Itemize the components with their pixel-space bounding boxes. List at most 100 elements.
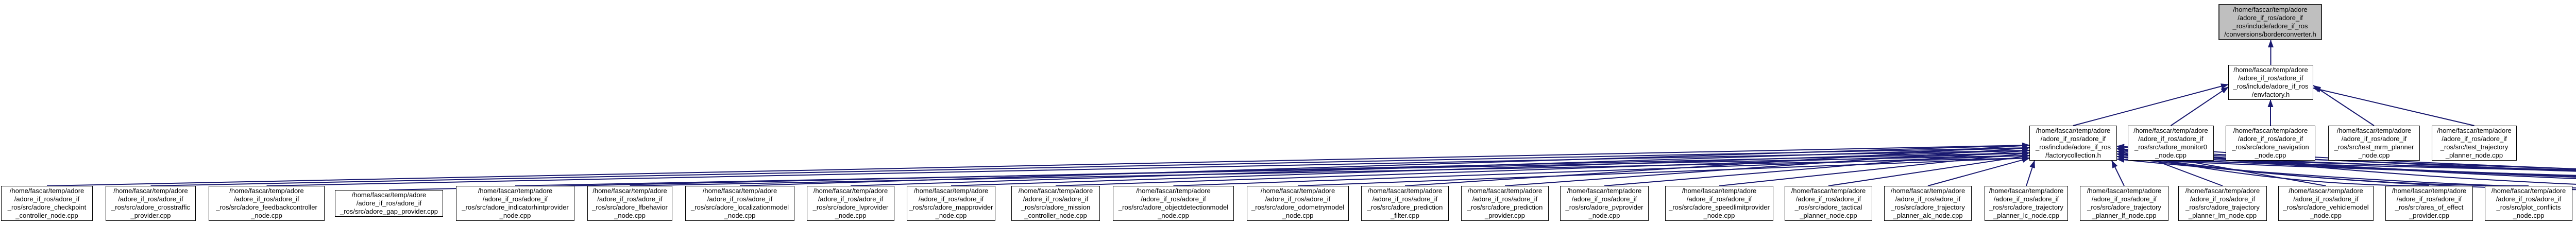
graph-node-label-line: /adore_if_ros/adore_if <box>356 199 422 207</box>
graph-node-adore-trajectory-planner-lc-node-cpp[interactable]: /home/fascar/temp/adore/adore_if_ros/ado… <box>1985 186 2068 221</box>
graph-node-adore-monitor0-node-cpp[interactable]: /home/fascar/temp/adore/adore_if_ros/ado… <box>2128 126 2214 161</box>
graph-node-label-line: /home/fascar/temp/adore <box>1018 187 1093 195</box>
graph-node-label-line: /adore_if_ros/adore_if <box>2190 195 2256 203</box>
graph-node-factorycollection-h[interactable]: /home/fascar/temp/adore/adore_if_ros/ado… <box>2029 126 2117 161</box>
graph-node-label-line: /home/fascar/temp/adore <box>2185 187 2260 195</box>
graph-node-label-line: /home/fascar/temp/adore <box>2233 66 2308 74</box>
graph-node-adore-lvprovider-node-cpp[interactable]: /home/fascar/temp/adore/adore_if_ros/ado… <box>807 186 894 221</box>
graph-node-label-line: /adore_if_ros/adore_if <box>14 195 80 203</box>
graph-node-adore-tactical-planner-node-cpp[interactable]: /home/fascar/temp/adore/adore_if_ros/ado… <box>1785 186 1872 221</box>
graph-node-label-line: _controller_node.cpp <box>15 212 78 219</box>
graph-node-label-line: /adore_if_ros/adore_if <box>2238 135 2303 143</box>
graph-node-adore-objectdetectionmodel-node-cpp[interactable]: /home/fascar/temp/adore/adore_if_ros/ado… <box>1113 186 1234 221</box>
graph-node-label-line: /home/fascar/temp/adore <box>1791 187 1866 195</box>
graph-node-label-line: /adore_if_ros/adore_if <box>1023 195 1089 203</box>
graph-node-area-of-effect-provider-cpp[interactable]: /home/fascar/temp/adore/adore_if_ros/ado… <box>2385 186 2473 221</box>
graph-node-label-line: _ros/src/adore_crosstraffic <box>111 203 190 211</box>
graph-node-label-line: _ros/src/adore_pvprovider <box>1565 203 1643 211</box>
graph-node-label-line: _ros/src/adore_trajectory <box>2087 203 2161 211</box>
graph-node-label-line: _node.cpp <box>935 212 967 219</box>
graph-node-label-line: _node.cpp <box>1282 212 1314 219</box>
graph-node-adore-vehiclemodel-node-cpp[interactable]: /home/fascar/temp/adore/adore_if_ros/ado… <box>2278 186 2374 221</box>
graph-node-adore-trajectory-planner-alc-node-cpp[interactable]: /home/fascar/temp/adore/adore_if_ros/ado… <box>1884 186 1972 221</box>
graph-node-label-line: /adore_if_ros/adore_if <box>918 195 984 203</box>
graph-node-label-line: /home/fascar/temp/adore <box>2491 187 2566 195</box>
graph-node-adore-crosstraffic-provider-cpp[interactable]: /home/fascar/temp/adore/adore_if_ros/ado… <box>106 186 196 221</box>
graph-node-test-mrm-planner-node-cpp[interactable]: /home/fascar/temp/adore/adore_if_ros/ado… <box>2328 126 2420 161</box>
graph-node-plot-conflicts-node-cpp[interactable]: /home/fascar/temp/adore/adore_if_ros/ado… <box>2485 186 2572 221</box>
graph-node-label-line: _ros/src/adore_trajectory <box>1989 203 2063 211</box>
graph-node-adore-mapprovider-node-cpp[interactable]: /home/fascar/temp/adore/adore_if_ros/ado… <box>907 186 995 221</box>
graph-node-adore-gap-provider-cpp[interactable]: /home/fascar/temp/adore/adore_if_ros/ado… <box>335 190 443 217</box>
graph-node-test-trajectory-planner-node-cpp[interactable]: /home/fascar/temp/adore/adore_if_ros/ado… <box>2432 126 2517 161</box>
include-edge-test-mrm-planner-node-cpp-to-envfactory-h <box>2313 85 2375 126</box>
graph-node-label-line: _node.cpp <box>1588 212 1620 219</box>
graph-node-label-line: /home/fascar/temp/adore <box>702 187 777 195</box>
graph-node-label-line: _ros/src/area_of_effect <box>2395 203 2464 211</box>
graph-node-label-line: _ros/include/adore_if_ros <box>2232 22 2308 30</box>
graph-node-adore-localizationmodel-node-cpp[interactable]: /home/fascar/temp/adore/adore_if_ros/ado… <box>685 186 794 221</box>
graph-node-adore-odometrymodel-node-cpp[interactable]: /home/fascar/temp/adore/adore_if_ros/ado… <box>1247 186 1349 221</box>
graph-node-label-line: _ros/src/adore_feedbackcontroller <box>216 203 317 211</box>
graph-node-label-line: /home/fascar/temp/adore <box>2289 187 2363 195</box>
graph-node-label-line: /adore_if_ros/adore_if <box>2238 14 2303 22</box>
graph-node-label-line: /home/fascar/temp/adore <box>9 187 84 195</box>
graph-node-adore-navigation-node-cpp[interactable]: /home/fascar/temp/adore/adore_if_ros/ado… <box>2226 126 2315 161</box>
graph-node-adore-checkpoint-controller-node-cpp[interactable]: /home/fascar/temp/adore/adore_if_ros/ado… <box>1 186 93 221</box>
graph-node-label-line: /home/fascar/temp/adore <box>2036 127 2111 134</box>
include-edge-adore-mission-controller-node-cpp-to-factorycollection-h <box>1055 150 2030 186</box>
graph-node-label-line: /home/fascar/temp/adore <box>229 187 304 195</box>
graph-node-envfactory-h[interactable]: /home/fascar/temp/adore/adore_if_ros/ado… <box>2228 65 2313 100</box>
graph-node-label-line: /home/fascar/temp/adore <box>113 187 188 195</box>
graph-node-label-line: /adore_if_ros/adore_if <box>1686 195 1752 203</box>
graph-node-label-line: /home/fascar/temp/adore <box>2233 127 2308 134</box>
include-edge-adore-lfbehavior-node-cpp-to-factorycollection-h <box>630 155 2030 186</box>
graph-node-label-line: _ros/src/adore_gap_provider.cpp <box>340 207 438 215</box>
graph-node-label-line: /envfactory.h <box>2251 91 2290 98</box>
graph-node-label-line: _provider.cpp <box>1484 212 1526 219</box>
include-edge-plot-gaps-cpp-to-factorycollection-h <box>2116 157 2576 189</box>
graph-node-label-line: /adore_if_ros/adore_if <box>2341 135 2407 143</box>
include-edge-adore-mapprovider-node-cpp-to-factorycollection-h <box>951 147 2030 186</box>
graph-node-adore-prediction-provider-cpp[interactable]: /home/fascar/temp/adore/adore_if_ros/ado… <box>1461 186 1549 221</box>
graph-node-label-line: /home/fascar/temp/adore <box>1890 187 1965 195</box>
include-edge-adore-feedbackcontroller-node-cpp-to-factorycollection-h <box>266 147 2030 186</box>
include-edge-adore-objectdetectionmodel-node-cpp-to-factorycollection-h <box>1173 153 2030 186</box>
include-edge-adore-pvprovider-node-cpp-to-factorycollection-h <box>1604 148 2030 186</box>
graph-node-adore-indicatorhintprovider-node-cpp[interactable]: /home/fascar/temp/adore/adore_if_ros/ado… <box>456 186 574 221</box>
graph-node-label-line: _ros/src/adore_checkpoint <box>7 203 87 211</box>
graph-node-label-line: _planner_lc_node.cpp <box>1993 212 2059 219</box>
include-edge-plot-predictions-node-cpp-to-factorycollection-h <box>2116 154 2576 177</box>
graph-node-label-line: /adore_if_ros/adore_if <box>1571 195 1637 203</box>
graph-node-adore-pvprovider-node-cpp[interactable]: /home/fascar/temp/adore/adore_if_ros/ado… <box>1560 186 1649 221</box>
graph-node-label-line: _ros/src/adore_navigation <box>2232 143 2309 151</box>
graph-node-adore-mission-controller-node-cpp[interactable]: /home/fascar/temp/adore/adore_if_ros/ado… <box>1011 186 1100 221</box>
graph-node-label-line: /home/fascar/temp/adore <box>592 187 667 195</box>
graph-node-adore-prediction-filter-cpp[interactable]: /home/fascar/temp/adore/adore_if_ros/ado… <box>1361 186 1449 221</box>
graph-node-label-line: _ros/src/adore_tactical <box>1794 203 1862 211</box>
graph-node-label-line: _node.cpp <box>614 212 646 219</box>
include-edge-factorycollection-h-to-envfactory-h <box>2073 83 2229 126</box>
graph-node-label-line: /adore_if_ros/adore_if <box>2496 195 2562 203</box>
graph-node-label-line: _planner_alc_node.cpp <box>1893 212 1963 219</box>
include-edge-adore-trajectory-planner-alc-node-cpp-to-factorycollection-h <box>1927 157 2030 186</box>
include-edge-adore-indicatorhintprovider-node-cpp-to-factorycollection-h <box>515 152 2030 186</box>
include-edge-adore-monitor0-node-cpp-to-envfactory-h <box>2170 86 2229 126</box>
graph-node-adore-trajectory-planner-lm-node-cpp[interactable]: /home/fascar/temp/adore/adore_if_ros/ado… <box>2178 186 2267 221</box>
include-edge-adore-speedlimitprovider-node-cpp-to-factorycollection-h <box>1719 151 2030 186</box>
graph-node-adore-lfbehavior-node-cpp[interactable]: /home/fascar/temp/adore/adore_if_ros/ado… <box>587 186 672 221</box>
graph-node-label-line: /adore_if_ros/adore_if <box>707 195 773 203</box>
graph-node-label-line: _controller_node.cpp <box>1024 212 1087 219</box>
graph-node-adore-trajectory-planner-lf-node-cpp[interactable]: /home/fascar/temp/adore/adore_if_ros/ado… <box>2080 186 2168 221</box>
graph-node-label-line: _provider.cpp <box>2409 212 2450 219</box>
graph-node-label-line: /home/fascar/temp/adore <box>1682 187 1757 195</box>
graph-node-label-line: /adore_if_ros/adore_if <box>1895 195 1961 203</box>
include-edge-adore-trajectory-planner-lf-node-cpp-to-factorycollection-h <box>2111 160 2125 186</box>
graph-node-label-line: _ros/src/adore_odometrymodel <box>1251 203 1344 211</box>
graph-node-adore-speedlimitprovider-node-cpp[interactable]: /home/fascar/temp/adore/adore_if_ros/ado… <box>1665 186 1773 221</box>
include-edge-adore-trajectory-planner-lc-node-cpp-to-factorycollection-h <box>2026 160 2035 186</box>
graph-node-label-line: _ros/include/adore_if_ros <box>2233 82 2309 90</box>
graph-node-adore-feedbackcontroller-node-cpp[interactable]: /home/fascar/temp/adore/adore_if_ros/ado… <box>209 186 325 221</box>
graph-node-label-line: /adore_if_ros/adore_if <box>2396 195 2462 203</box>
